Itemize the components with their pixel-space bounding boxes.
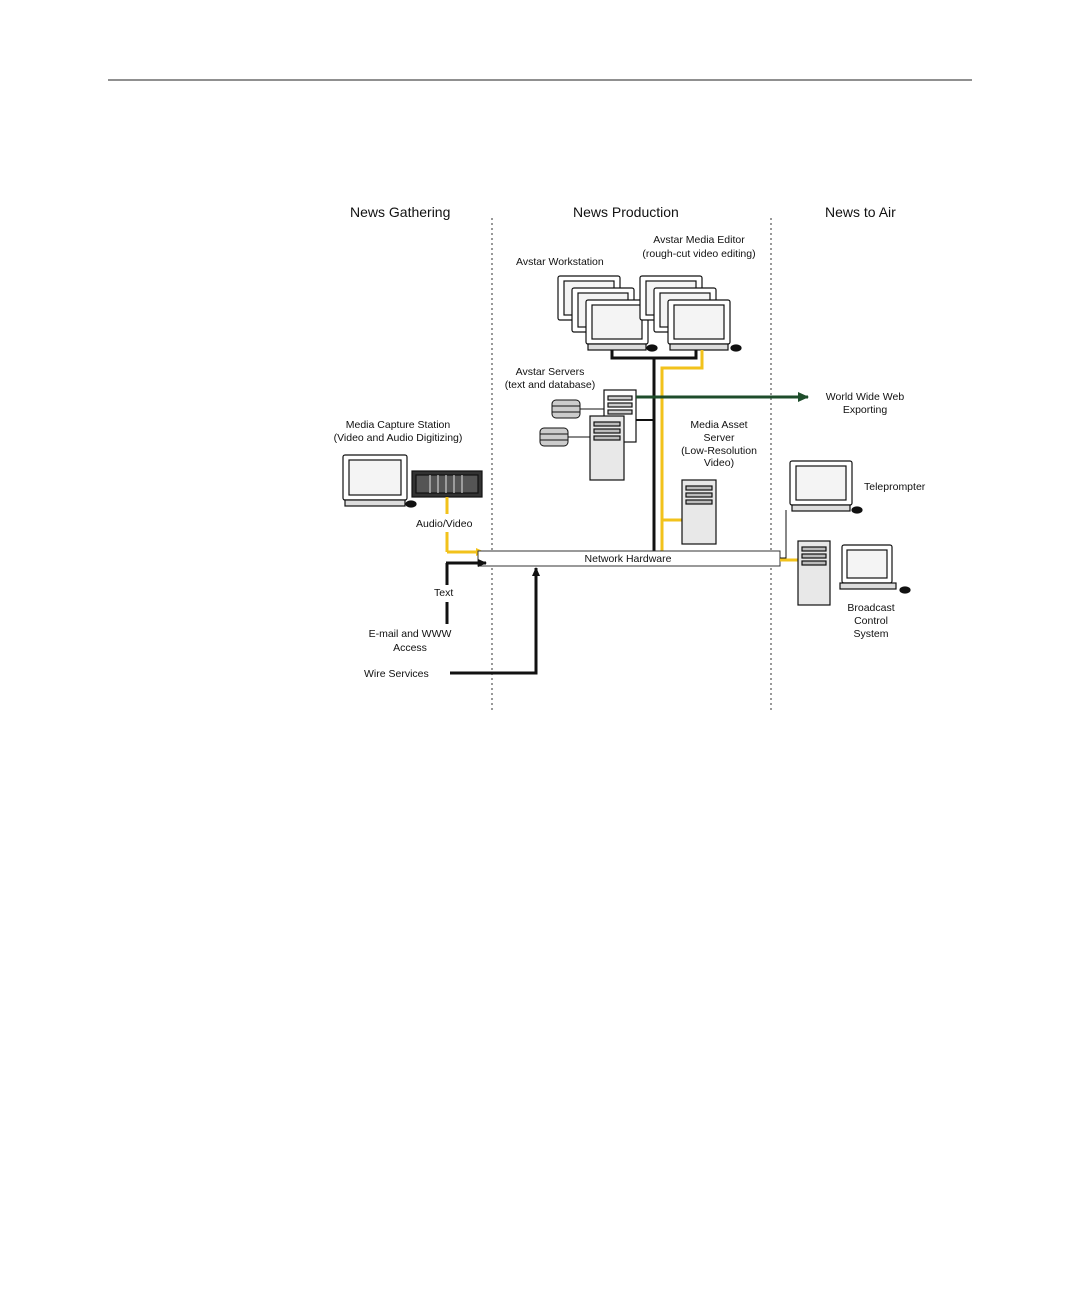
storage-disk-icon: [539, 399, 581, 447]
column-header-news-gathering: News Gathering: [350, 204, 450, 220]
avstar-workstation-icon: [557, 275, 658, 352]
label-avstar-workstation: Avstar Workstation: [516, 256, 604, 268]
media-editor-video-link: [660, 350, 704, 551]
label-world-wide-web-line2: Exporting: [843, 404, 888, 416]
label-world-wide-web-line1: World Wide Web: [826, 391, 905, 403]
label-broadcast-control-line2: Control: [854, 615, 888, 627]
column-header-news-production: News Production: [573, 204, 679, 220]
label-avstar-servers-line1: Avstar Servers: [516, 366, 585, 378]
label-media-asset-server-line3: (Low-Resolution: [681, 445, 757, 457]
label-wire-services: Wire Services: [364, 668, 429, 680]
teleprompter-link: [780, 510, 787, 559]
label-avstar-media-editor-line1: Avstar Media Editor: [653, 234, 745, 246]
column-header-news-to-air: News to Air: [825, 204, 896, 220]
label-media-asset-server-line1: Media Asset: [690, 419, 747, 431]
label-media-capture-line1: Media Capture Station: [346, 419, 451, 431]
label-media-asset-server-line4: Video): [704, 457, 734, 469]
avstar-server-icon: [589, 389, 637, 481]
broadcast-control-computer-icon: [839, 544, 911, 594]
media-capture-computer-icon: [342, 454, 417, 508]
label-audio-video: Audio/Video: [416, 518, 473, 530]
label-email-www-line2: Access: [393, 642, 427, 654]
broadcast-control-server-icon: [797, 540, 831, 606]
video-digitizer-icon: [411, 470, 483, 498]
label-avstar-media-editor-line2: (rough-cut video editing): [642, 248, 755, 260]
media-asset-server-icon: [681, 479, 717, 545]
label-text: Text: [434, 587, 453, 599]
teleprompter-icon: [789, 460, 863, 514]
label-network-hardware: Network Hardware: [585, 553, 672, 565]
label-broadcast-control-line3: System: [853, 628, 888, 640]
label-teleprompter: Teleprompter: [864, 481, 926, 493]
avstar-media-editor-icon: [639, 275, 742, 352]
label-broadcast-control-line1: Broadcast: [847, 602, 894, 614]
label-avstar-servers-line2: (text and database): [505, 379, 595, 391]
label-media-capture-line2: (Video and Audio Digitizing): [334, 432, 463, 444]
label-media-asset-server-line2: Server: [704, 432, 735, 444]
wire-services-link: [450, 578, 538, 675]
label-email-www-line1: E-mail and WWW: [369, 628, 452, 640]
